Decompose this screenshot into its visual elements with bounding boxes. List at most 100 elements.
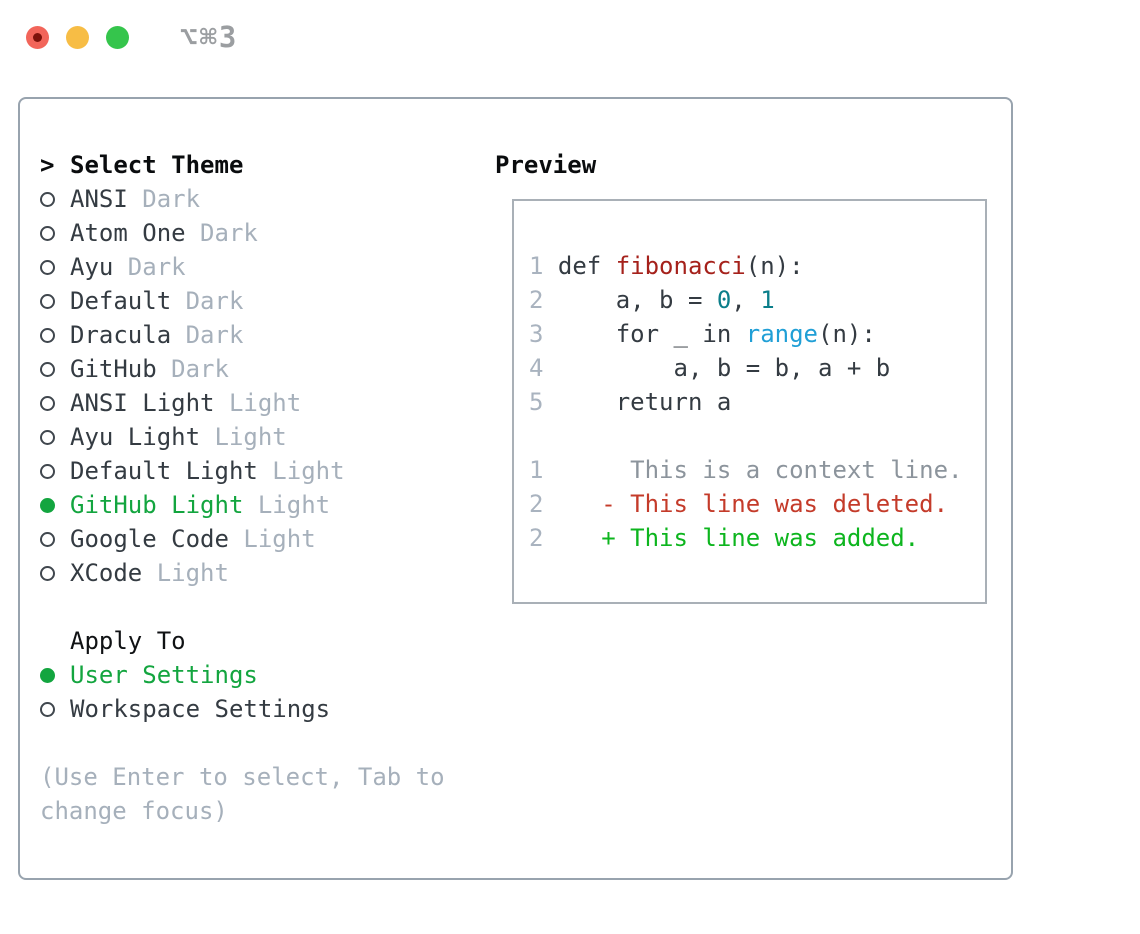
titlebar: ⌥⌘3 <box>0 0 1140 74</box>
radio-icon <box>40 531 70 547</box>
code-segment: for _ in <box>543 320 746 348</box>
theme-variant: Light <box>228 525 316 553</box>
theme-option-github[interactable]: GitHub Dark <box>40 352 495 386</box>
preview-line: 1 This is a context line. <box>529 453 985 487</box>
line-number: 3 <box>529 320 544 348</box>
theme-variant: Light <box>200 423 287 451</box>
preview-line: 1 def fibonacci(n): <box>529 249 985 283</box>
theme-variant: Light <box>243 491 331 519</box>
code-segment: range <box>745 320 818 348</box>
theme-option-default[interactable]: Default Dark <box>40 284 495 318</box>
preview-line: 3 for _ in range(n): <box>529 317 985 351</box>
apply-option-label: Workspace Settings <box>70 695 331 723</box>
close-button[interactable] <box>26 25 49 49</box>
theme-option-atom-one[interactable]: Atom One Dark <box>40 216 495 250</box>
apply-to-header: Apply To <box>40 624 495 658</box>
theme-option-default-light[interactable]: Default Light Light <box>40 454 495 488</box>
select-theme-header: >Select Theme <box>40 148 495 182</box>
theme-name: Default <box>70 287 172 315</box>
close-dot-icon <box>33 32 42 42</box>
preview-line: 2 a, b = 0, 1 <box>529 283 985 317</box>
theme-variant: Dark <box>127 185 201 213</box>
code-segment: (n): <box>818 320 876 348</box>
theme-option-ayu[interactable]: Ayu Dark <box>40 250 495 284</box>
code-segment: a, b = <box>543 286 717 314</box>
theme-name: Atom One <box>70 219 186 247</box>
radio-icon <box>40 429 70 445</box>
theme-option-google-code[interactable]: Google Code Light <box>40 522 495 556</box>
theme-name: GitHub Light <box>70 491 244 519</box>
select-theme-title: Select Theme <box>70 151 244 179</box>
code-segment: 0 <box>716 286 732 314</box>
apply-option-label: User Settings <box>70 661 258 689</box>
theme-variant: Light <box>142 559 229 587</box>
theme-variant: Dark <box>171 321 244 349</box>
theme-option-ayu-light[interactable]: Ayu Light Light <box>40 420 495 454</box>
radio-icon <box>40 701 70 717</box>
theme-name: Dracula <box>70 321 172 349</box>
theme-name: XCode <box>70 559 143 587</box>
spacer <box>40 590 495 624</box>
preview-line <box>529 419 985 453</box>
line-number: 1 <box>529 252 544 280</box>
code-segment: def <box>543 252 616 280</box>
radio-selected-icon <box>40 667 70 683</box>
theme-name: Ayu <box>70 253 114 281</box>
radio-icon <box>40 463 70 479</box>
theme-option-dracula[interactable]: Dracula Dark <box>40 318 495 352</box>
theme-option-github-light[interactable]: GitHub Light Light <box>40 488 495 522</box>
theme-variant: Light <box>214 389 302 417</box>
line-number: 2 <box>529 286 544 314</box>
apply-option-user-settings[interactable]: User Settings <box>40 658 495 692</box>
theme-name: Ayu Light <box>70 423 201 451</box>
spacer <box>40 726 495 760</box>
preview-panel: Preview 1 def fibonacci(n):2 a, b = 0, 1… <box>495 148 1011 878</box>
radio-icon <box>40 259 70 275</box>
preview-line: 2 - This line was deleted. <box>529 487 985 521</box>
radio-icon <box>40 327 70 343</box>
hint-text: (Use Enter to select, Tab to change focu… <box>40 763 445 825</box>
theme-name: ANSI <box>70 185 128 213</box>
theme-name: Google Code <box>70 525 229 553</box>
radio-icon <box>40 225 70 241</box>
code-segment: , <box>731 286 761 314</box>
line-number: 2 <box>529 490 544 518</box>
radio-selected-icon <box>40 497 70 513</box>
theme-name: ANSI Light <box>70 389 215 417</box>
code-segment: This is a context line. <box>543 456 963 484</box>
code-segment: a, b = b, a + b <box>543 354 891 382</box>
line-number: 4 <box>529 354 544 382</box>
theme-option-xcode[interactable]: XCode Light <box>40 556 495 590</box>
radio-icon <box>40 191 70 207</box>
apply-option-workspace-settings[interactable]: Workspace Settings <box>40 692 495 726</box>
theme-variant: Light <box>257 457 345 485</box>
minimize-button[interactable] <box>66 25 89 49</box>
preview-line: 4 a, b = b, a + b <box>529 351 985 385</box>
radio-icon <box>40 395 70 411</box>
window-title: ⌥⌘3 <box>180 20 239 54</box>
code-segment: + This line was added. <box>543 524 920 552</box>
maximize-button[interactable] <box>106 25 129 49</box>
apply-to-title: Apply To <box>70 627 186 655</box>
line-number: 1 <box>529 456 544 484</box>
radio-icon <box>40 361 70 377</box>
theme-variant: Dark <box>113 253 186 281</box>
preview-line: 5 return a <box>529 385 985 419</box>
theme-variant: Dark <box>156 355 229 383</box>
line-number: 5 <box>529 388 544 416</box>
code-segment: 1 <box>760 286 775 314</box>
theme-option-ansi[interactable]: ANSI Dark <box>40 182 495 216</box>
preview-line: 2 + This line was added. <box>529 521 985 555</box>
theme-variant: Dark <box>171 287 244 315</box>
code-segment: - This line was deleted. <box>543 490 949 518</box>
theme-option-ansi-light[interactable]: ANSI Light Light <box>40 386 495 420</box>
theme-variant: Dark <box>185 219 258 247</box>
preview-header: Preview <box>495 151 597 179</box>
